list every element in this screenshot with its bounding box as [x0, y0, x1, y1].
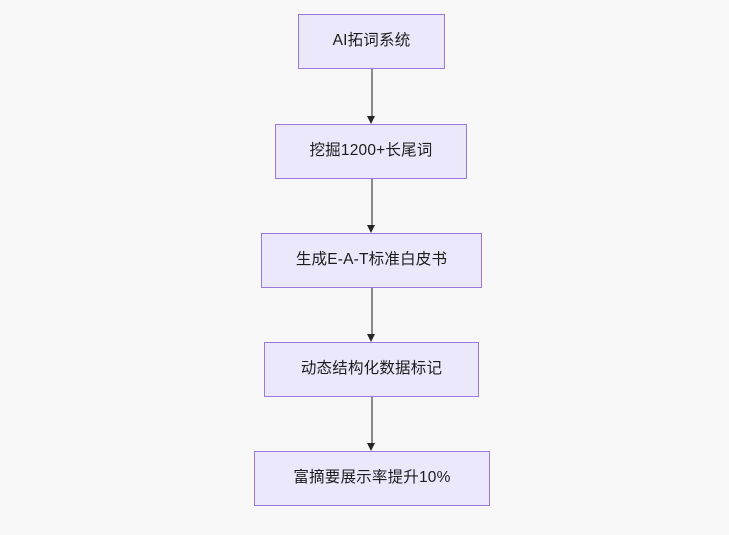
- edge-connector: [367, 69, 376, 124]
- edge-connector: [367, 397, 376, 451]
- edge-line: [371, 179, 373, 226]
- node-label: 富摘要展示率提升10%: [293, 469, 451, 487]
- edge-line: [371, 397, 373, 444]
- node-label: 动态结构化数据标记: [300, 360, 443, 378]
- node-label: AI拓词系统: [332, 32, 411, 50]
- arrowhead-icon: [367, 116, 376, 124]
- node-label: 挖掘1200+长尾词: [309, 142, 433, 160]
- edge-line: [371, 69, 373, 117]
- flowchart-node-2[interactable]: 挖掘1200+长尾词: [275, 124, 467, 179]
- flowchart-node-5[interactable]: 富摘要展示率提升10%: [254, 451, 490, 506]
- arrowhead-icon: [367, 225, 376, 233]
- arrowhead-icon: [367, 334, 376, 342]
- edge-connector: [367, 179, 376, 233]
- flowchart-node-3[interactable]: 生成E-A-T标准白皮书: [261, 233, 482, 288]
- edge-connector: [367, 288, 376, 342]
- edge-line: [371, 288, 373, 335]
- flowchart-node-1[interactable]: AI拓词系统: [298, 14, 445, 69]
- node-label: 生成E-A-T标准白皮书: [295, 251, 448, 269]
- arrowhead-icon: [367, 443, 376, 451]
- flowchart-node-4[interactable]: 动态结构化数据标记: [264, 342, 479, 397]
